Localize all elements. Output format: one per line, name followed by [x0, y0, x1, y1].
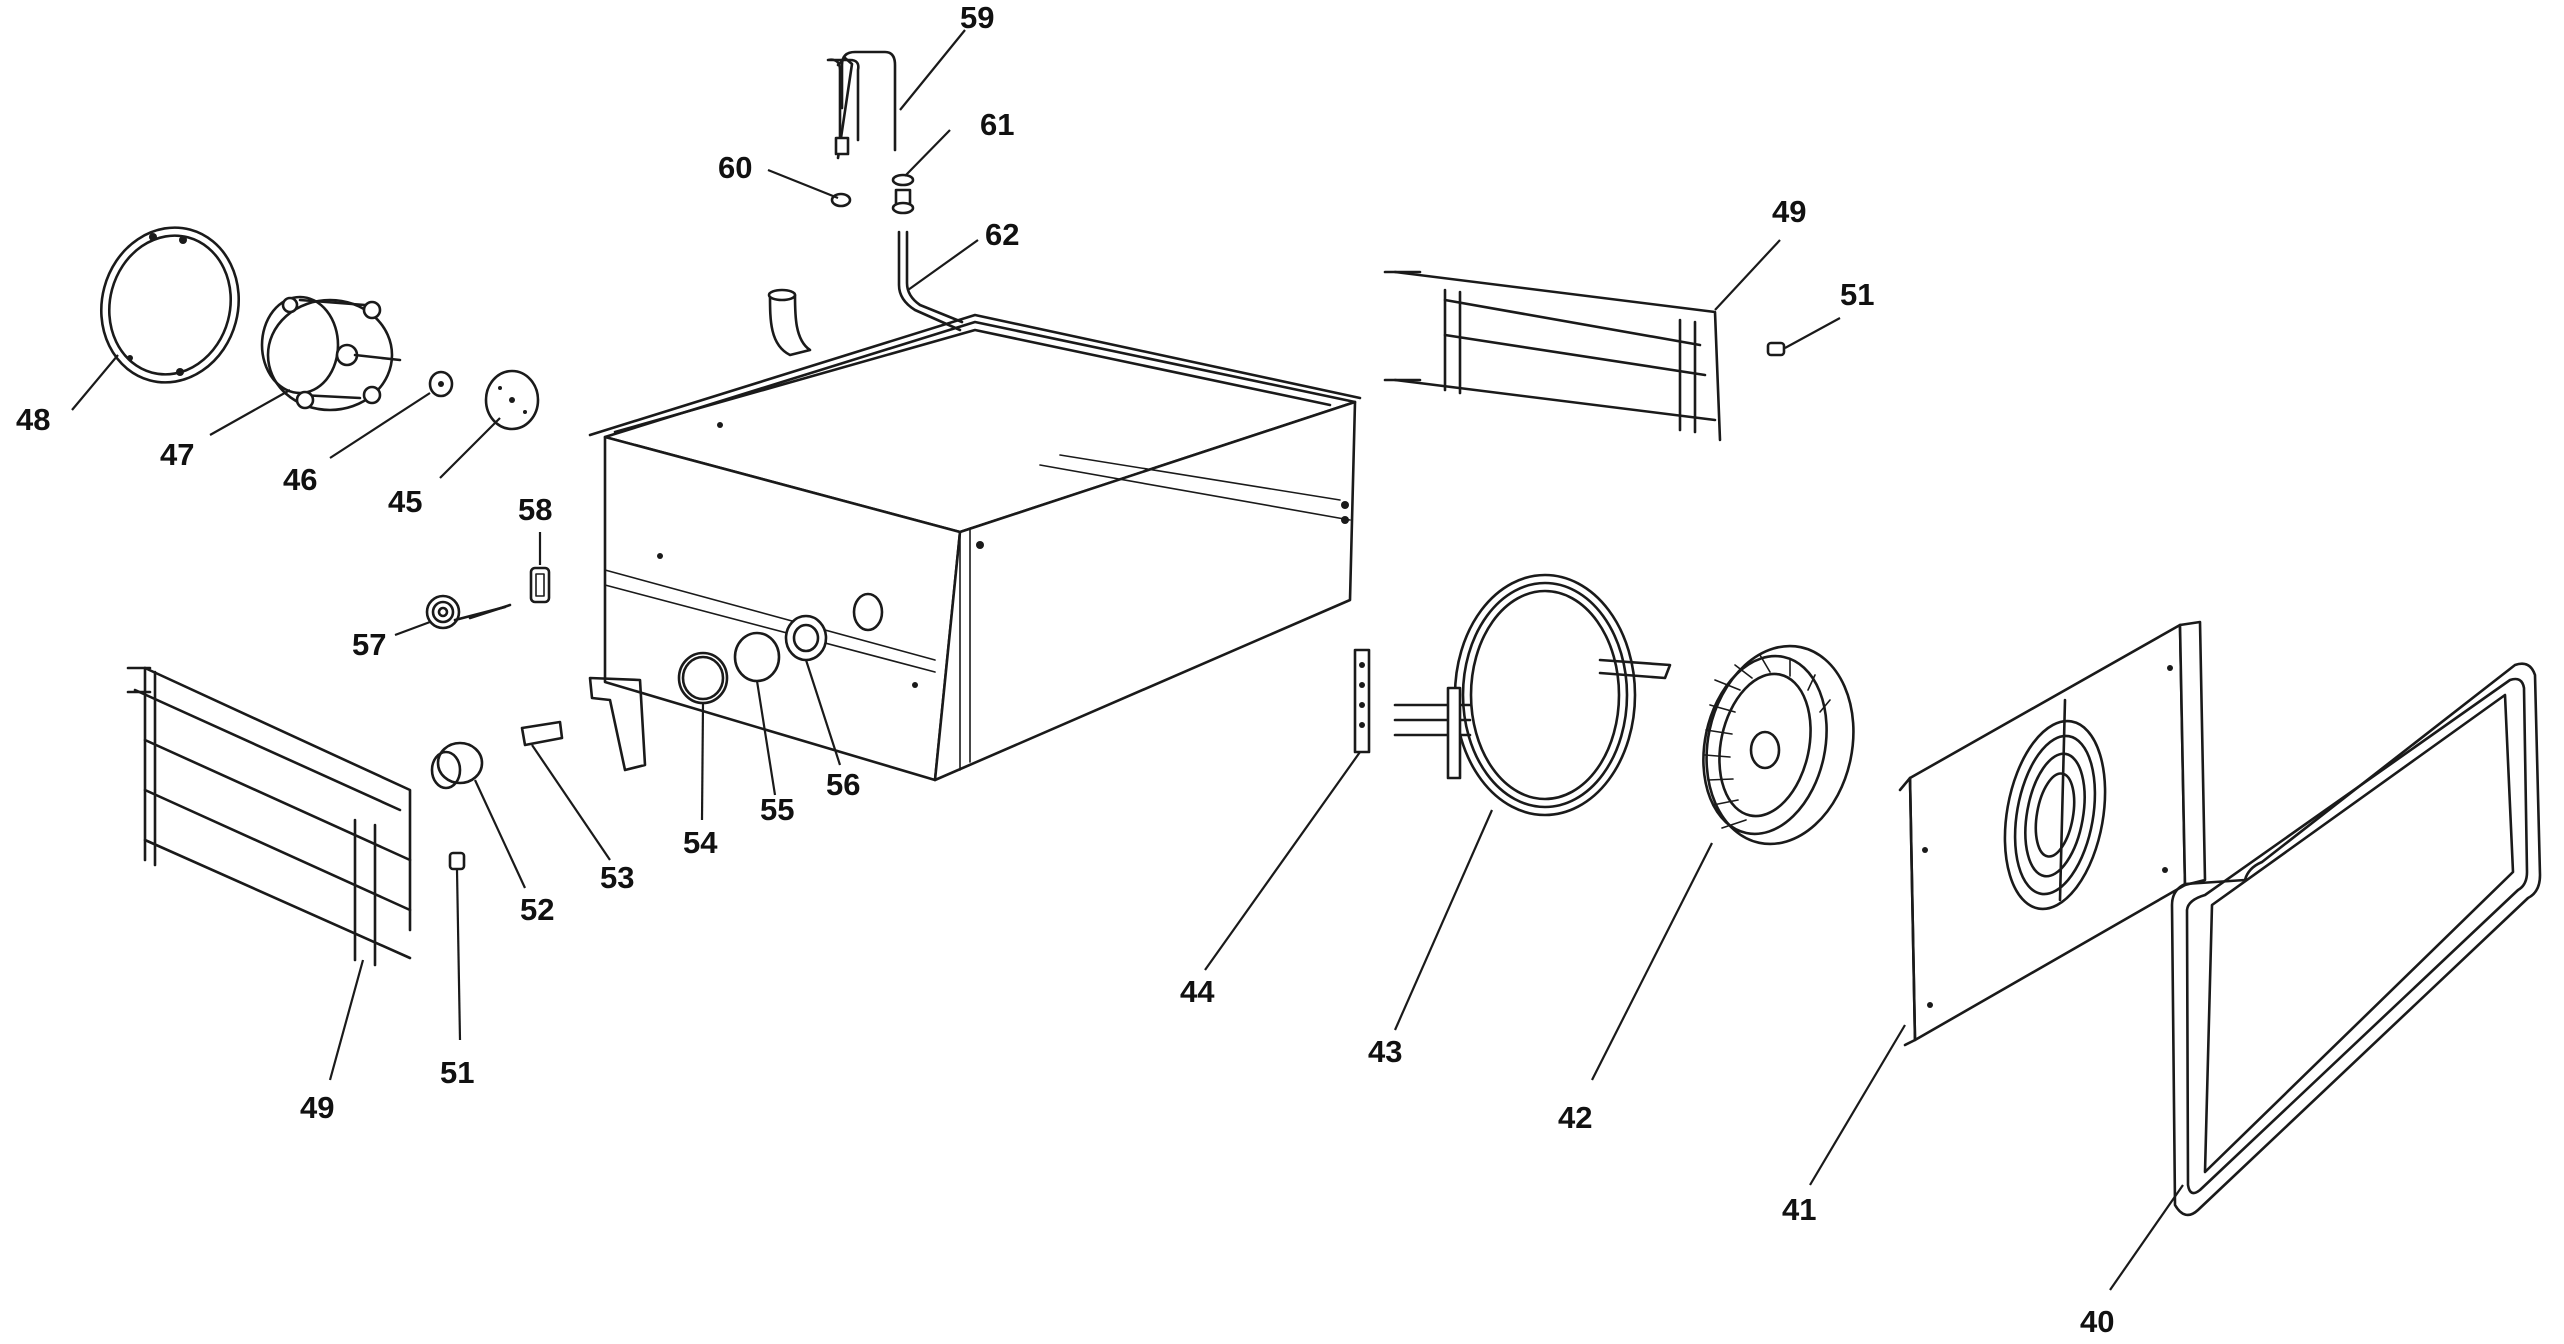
callout-59: 59 — [960, 0, 994, 35]
callout-43: 43 — [1368, 1034, 1402, 1069]
rack-clip-right — [1766, 341, 1786, 357]
callout-58: 58 — [518, 492, 552, 527]
callout-40: 40 — [2080, 1304, 2114, 1339]
callout-51-right: 51 — [1840, 277, 1874, 312]
callout-61: 61 — [980, 107, 1014, 142]
rack-clip-left — [448, 851, 466, 871]
gas-tube-assembly — [826, 50, 964, 332]
heating-element — [1393, 573, 1672, 817]
oven-rack-left — [126, 666, 412, 967]
washer — [428, 370, 454, 398]
callout-60: 60 — [718, 150, 752, 185]
leader-lines — [71, 29, 2184, 1291]
pipe-fitting — [784, 614, 828, 662]
callout-45: 45 — [388, 484, 422, 519]
callout-46: 46 — [283, 462, 317, 497]
retaining-clip — [529, 566, 551, 604]
oven-rack-right — [1383, 270, 1722, 442]
callout-42: 42 — [1558, 1100, 1592, 1135]
flow-disk — [484, 369, 540, 431]
callout-44: 44 — [1180, 974, 1215, 1009]
callout-41: 41 — [1782, 1192, 1816, 1227]
terminal-strip — [1353, 648, 1371, 754]
callout-52: 52 — [520, 892, 554, 927]
callout-labels: 59 61 60 62 48 47 46 45 58 57 49 51 52 5… — [16, 0, 2114, 1339]
callout-47: 47 — [160, 437, 194, 472]
rear-panel — [1898, 620, 2207, 1047]
callout-54: 54 — [683, 825, 718, 860]
blower-wheel — [1702, 644, 1855, 846]
callout-49-right: 49 — [1772, 194, 1806, 229]
ring-gasket — [99, 226, 241, 384]
callout-55: 55 — [760, 792, 794, 827]
control-knob — [430, 741, 484, 790]
door-gasket-frame — [2170, 662, 2542, 1217]
callout-53: 53 — [600, 860, 634, 895]
callout-56: 56 — [826, 767, 860, 802]
callout-62: 62 — [985, 217, 1019, 252]
callout-49-left: 49 — [300, 1090, 334, 1125]
callout-51-left: 51 — [440, 1055, 474, 1090]
blower-motor — [260, 295, 402, 412]
small-bracket — [520, 720, 564, 747]
temperature-sensor — [425, 594, 512, 630]
callout-57: 57 — [352, 627, 386, 662]
callout-48: 48 — [16, 402, 50, 437]
cabinet-housing — [588, 288, 1362, 782]
